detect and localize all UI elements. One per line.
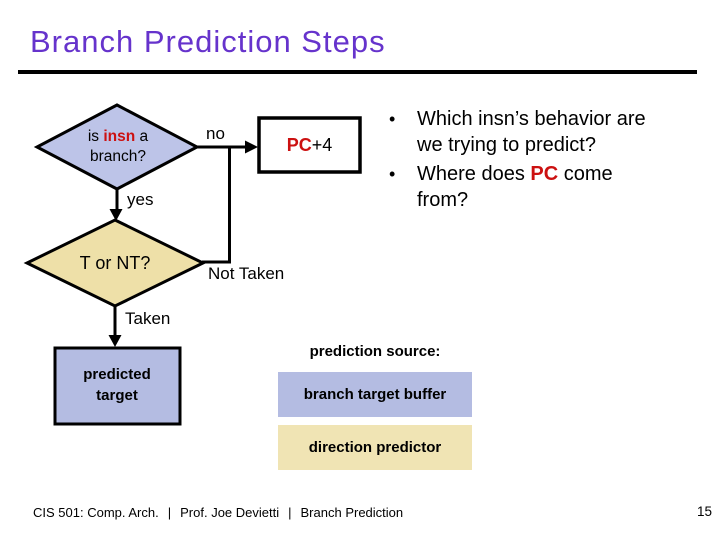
insn-keyword: insn xyxy=(103,128,136,145)
bullet-item-2-text: Where does PC come from? xyxy=(417,161,709,213)
footer-author: Prof. Joe Devietti xyxy=(180,505,280,520)
edge-not-taken-line xyxy=(202,148,231,264)
pc-suffix: +4 xyxy=(311,135,333,155)
arrowhead-into-taken-diamond-icon xyxy=(109,209,123,221)
edge-label-yes: yes xyxy=(127,190,154,209)
decision-is-branch-post: a branch? xyxy=(89,128,149,165)
pc-plus-4-label: PC+4 xyxy=(259,136,360,154)
direction-predictor-label: direction predictor xyxy=(308,439,442,456)
bullet-item-2-post: come xyxy=(558,163,613,185)
bullet-item-2-line1: Where does PC come xyxy=(417,161,709,187)
predicted-target-line2: target xyxy=(96,387,138,404)
decision-taken-diamond xyxy=(23,218,207,308)
bullet-item-1-text: Which insn’s behavior are we trying to p… xyxy=(417,106,709,158)
predicted-target-box xyxy=(53,346,182,426)
bullet-list: • Which insn’s behavior are we trying to… xyxy=(389,106,709,213)
title-underline xyxy=(18,70,697,74)
bullet-item-1-line2: we trying to predict? xyxy=(417,134,596,156)
arrowhead-into-pc-icon xyxy=(245,140,258,154)
branch-target-buffer-label: branch target buffer xyxy=(303,386,447,403)
pc-keyword: PC xyxy=(286,135,312,155)
decision-is-branch-pre: is xyxy=(87,128,104,145)
footer: CIS 501: Comp. Arch. | Prof. Joe Devietti |… xyxy=(33,505,403,520)
edge-label-not-taken: Not Taken xyxy=(208,264,285,283)
edge-label-taken: Taken xyxy=(125,309,171,328)
prediction-source-heading: prediction source: xyxy=(309,343,441,360)
decision-is-branch-diamond xyxy=(33,103,201,191)
pc-plus-4-box xyxy=(257,116,362,174)
bullet-item-2: • Where does PC come from? xyxy=(389,161,709,213)
direction-predictor-box: direction predictor xyxy=(278,425,472,470)
predicted-target-line1: predicted xyxy=(83,366,151,383)
footer-separator: | xyxy=(288,505,292,520)
bullet-item-2-pre: Where does xyxy=(417,163,531,185)
bullet-item-2-line2: from? xyxy=(417,189,469,211)
page-number: 15 xyxy=(696,504,712,519)
decision-taken-label: T or NT? xyxy=(79,253,151,273)
bullet-item-1-line1: Which insn’s behavior are xyxy=(417,108,646,130)
footer-course: CIS 501: Comp. Arch. xyxy=(33,505,159,520)
edge-label-no: no xyxy=(206,124,225,143)
predicted-target-label: predicted target xyxy=(54,364,180,406)
pc-keyword: PC xyxy=(530,163,559,185)
bullet-dot-icon: • xyxy=(389,164,396,184)
decision-is-branch-label: is insn a branch? xyxy=(71,127,165,167)
footer-separator: | xyxy=(167,505,172,520)
bullet-dot-icon: • xyxy=(389,109,396,129)
footer-topic: Branch Prediction xyxy=(300,505,404,520)
branch-target-buffer-box: branch target buffer xyxy=(278,372,472,417)
bullet-item-1: • Which insn’s behavior are we trying to… xyxy=(389,106,709,158)
page-title: Branch Prediction Steps xyxy=(30,24,386,59)
arrowhead-into-predicted-target-icon xyxy=(108,335,122,347)
